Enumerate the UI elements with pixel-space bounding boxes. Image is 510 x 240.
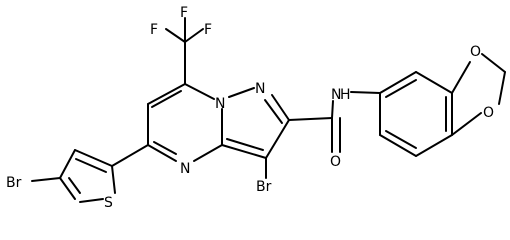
bond-benz-5	[379, 134, 417, 157]
atom-n-amide: N	[331, 87, 341, 103]
atom-h-amide: H	[340, 87, 351, 103]
bond-thio-3	[59, 177, 76, 200]
bond-c5-n4-double	[153, 141, 177, 155]
bond-benz-1	[379, 71, 417, 94]
bond-c5-thiophene	[111, 144, 149, 167]
atom-n-pyrimidine: N	[180, 161, 190, 177]
bonds	[31, 17, 506, 203]
bond-dioxole-o1-ch2	[481, 53, 506, 73]
bond-n-bridge-n-pyrazole	[228, 87, 255, 98]
bond-n4-c3a	[193, 144, 223, 162]
molecule-svg: F F F N N N N H O O O Br Br S	[6, 5, 506, 211]
bond-thio-3-double	[68, 177, 81, 194]
bond-c3-c3a-double	[226, 138, 264, 151]
atom-f-top: F	[180, 5, 188, 21]
bond-c2-carbonyl	[288, 117, 333, 121]
bond-c2-c3	[265, 119, 290, 159]
atom-f-right: F	[204, 22, 212, 38]
bond-n-pyrazole-c2	[271, 94, 290, 121]
bond-carbonyl-nh	[331, 100, 334, 119]
bond-thio-5	[111, 165, 116, 194]
bond-dioxole-ch2-o2	[498, 71, 506, 105]
bond-c7-c6-double	[151, 90, 182, 108]
bond-n-bridge-c7	[184, 83, 215, 100]
atom-o-dioxole-bottom: O	[483, 105, 494, 121]
bond-cf3-c-f-right	[184, 28, 204, 43]
atom-br-pyrazole: Br	[256, 179, 272, 195]
atom-f-left: F	[150, 22, 158, 38]
bond-thio-2	[59, 149, 76, 179]
bond-thio-br	[31, 177, 61, 182]
atom-br-thiophene: Br	[6, 175, 22, 191]
bond-thio-1-double	[75, 158, 107, 173]
bond-thio-4	[79, 198, 104, 203]
atom-n-bridge: N	[215, 96, 225, 112]
bond-benz-2	[415, 71, 453, 94]
bond-c7-c6	[147, 83, 186, 105]
bond-nh-aryl	[350, 91, 381, 94]
atom-labels: F F F N N N N H O O O Br Br S	[6, 5, 494, 211]
bond-cf3-c-f-left	[165, 28, 186, 43]
bond-thio-1	[74, 149, 113, 167]
bond-dioxole-o1	[451, 61, 471, 94]
bond-n-pyrazole-c2-double	[264, 99, 283, 124]
bond-c5-n4	[147, 144, 177, 162]
bond-benz-4	[415, 134, 453, 157]
bond-benz-inner-1	[385, 79, 417, 98]
bond-dioxole-o2	[451, 112, 482, 136]
atom-o-carbonyl: O	[330, 154, 341, 170]
atom-n-pyrazole: N	[255, 81, 265, 97]
atom-s-thiophene: S	[104, 195, 113, 211]
bond-benz-inner-3	[385, 130, 417, 149]
atom-o-dioxole-top: O	[470, 44, 481, 60]
bond-c3-c3a	[221, 144, 267, 159]
molecule-structure-diagram: F F F N N N N H O O O Br Br S	[6, 5, 506, 211]
